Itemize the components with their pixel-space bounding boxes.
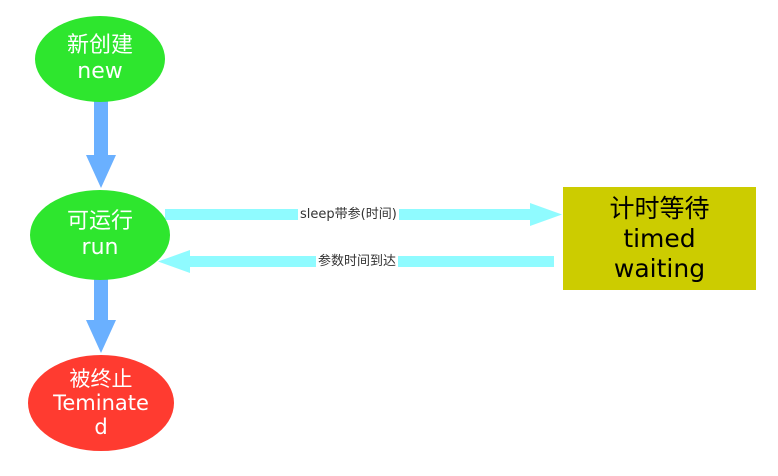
state-terminated-label-en-2: d <box>94 415 108 440</box>
state-run-label-en: run <box>81 235 119 260</box>
state-new: 新创建 new <box>35 16 165 102</box>
state-run-label-cn: 可运行 <box>66 208 133 234</box>
arrow-new-to-run <box>86 97 116 188</box>
state-timed-waiting-label-cn: 计时等待 <box>609 193 710 223</box>
state-terminated-label-cn: 被终止 <box>69 366 133 391</box>
state-timed-waiting: 计时等待 timed waiting <box>563 187 756 290</box>
state-timed-waiting-label-en-2: waiting <box>613 253 706 283</box>
edge-label-time-arrived: 参数时间到达 <box>316 254 399 270</box>
edge-label-sleep: sleep带参(时间) <box>298 207 399 223</box>
state-terminated: 被终止 Teminate d <box>28 355 174 451</box>
state-new-label-cn: 新创建 <box>66 32 133 58</box>
state-new-label-en: new <box>77 59 123 84</box>
state-timed-waiting-label-en-1: timed <box>623 223 696 253</box>
state-run: 可运行 run <box>30 190 170 280</box>
state-terminated-label-en-1: Teminate <box>53 390 149 415</box>
arrow-run-to-terminated <box>86 278 116 353</box>
